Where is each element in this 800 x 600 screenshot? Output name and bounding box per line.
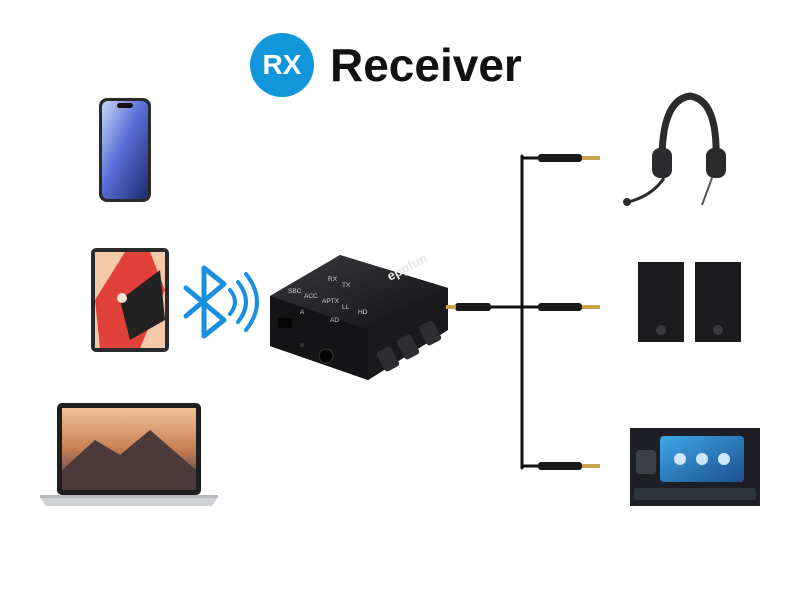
device-label: APTX <box>322 298 340 305</box>
jack-car <box>538 462 600 470</box>
bluetooth-icon <box>183 265 259 339</box>
device-label: A <box>300 309 305 316</box>
device-label: TX <box>342 282 351 289</box>
rx-badge: RX <box>250 33 314 97</box>
title-text: Receiver <box>330 39 522 91</box>
device-label: RX <box>328 276 338 283</box>
device-label: SBC <box>288 288 302 295</box>
diagram-title: RX Receiver <box>250 30 522 100</box>
device-label: ACC <box>304 293 318 300</box>
jack-headset <box>538 154 600 162</box>
device-label: LL <box>342 304 350 311</box>
tablet-icon <box>91 248 169 352</box>
car-stereo-icon <box>630 428 760 506</box>
jack-speakers <box>538 303 600 311</box>
headset-icon <box>623 92 726 206</box>
speakers-icon <box>638 262 741 342</box>
audio-cables <box>488 154 542 470</box>
jack-input <box>446 303 491 311</box>
receiver-device: eppfun RX TX SBC ACC APTX LL HD A AD <box>270 250 448 380</box>
device-label: HD <box>358 309 368 316</box>
phone-icon <box>99 98 151 202</box>
device-label: AD <box>330 317 339 324</box>
laptop-icon <box>40 403 218 506</box>
